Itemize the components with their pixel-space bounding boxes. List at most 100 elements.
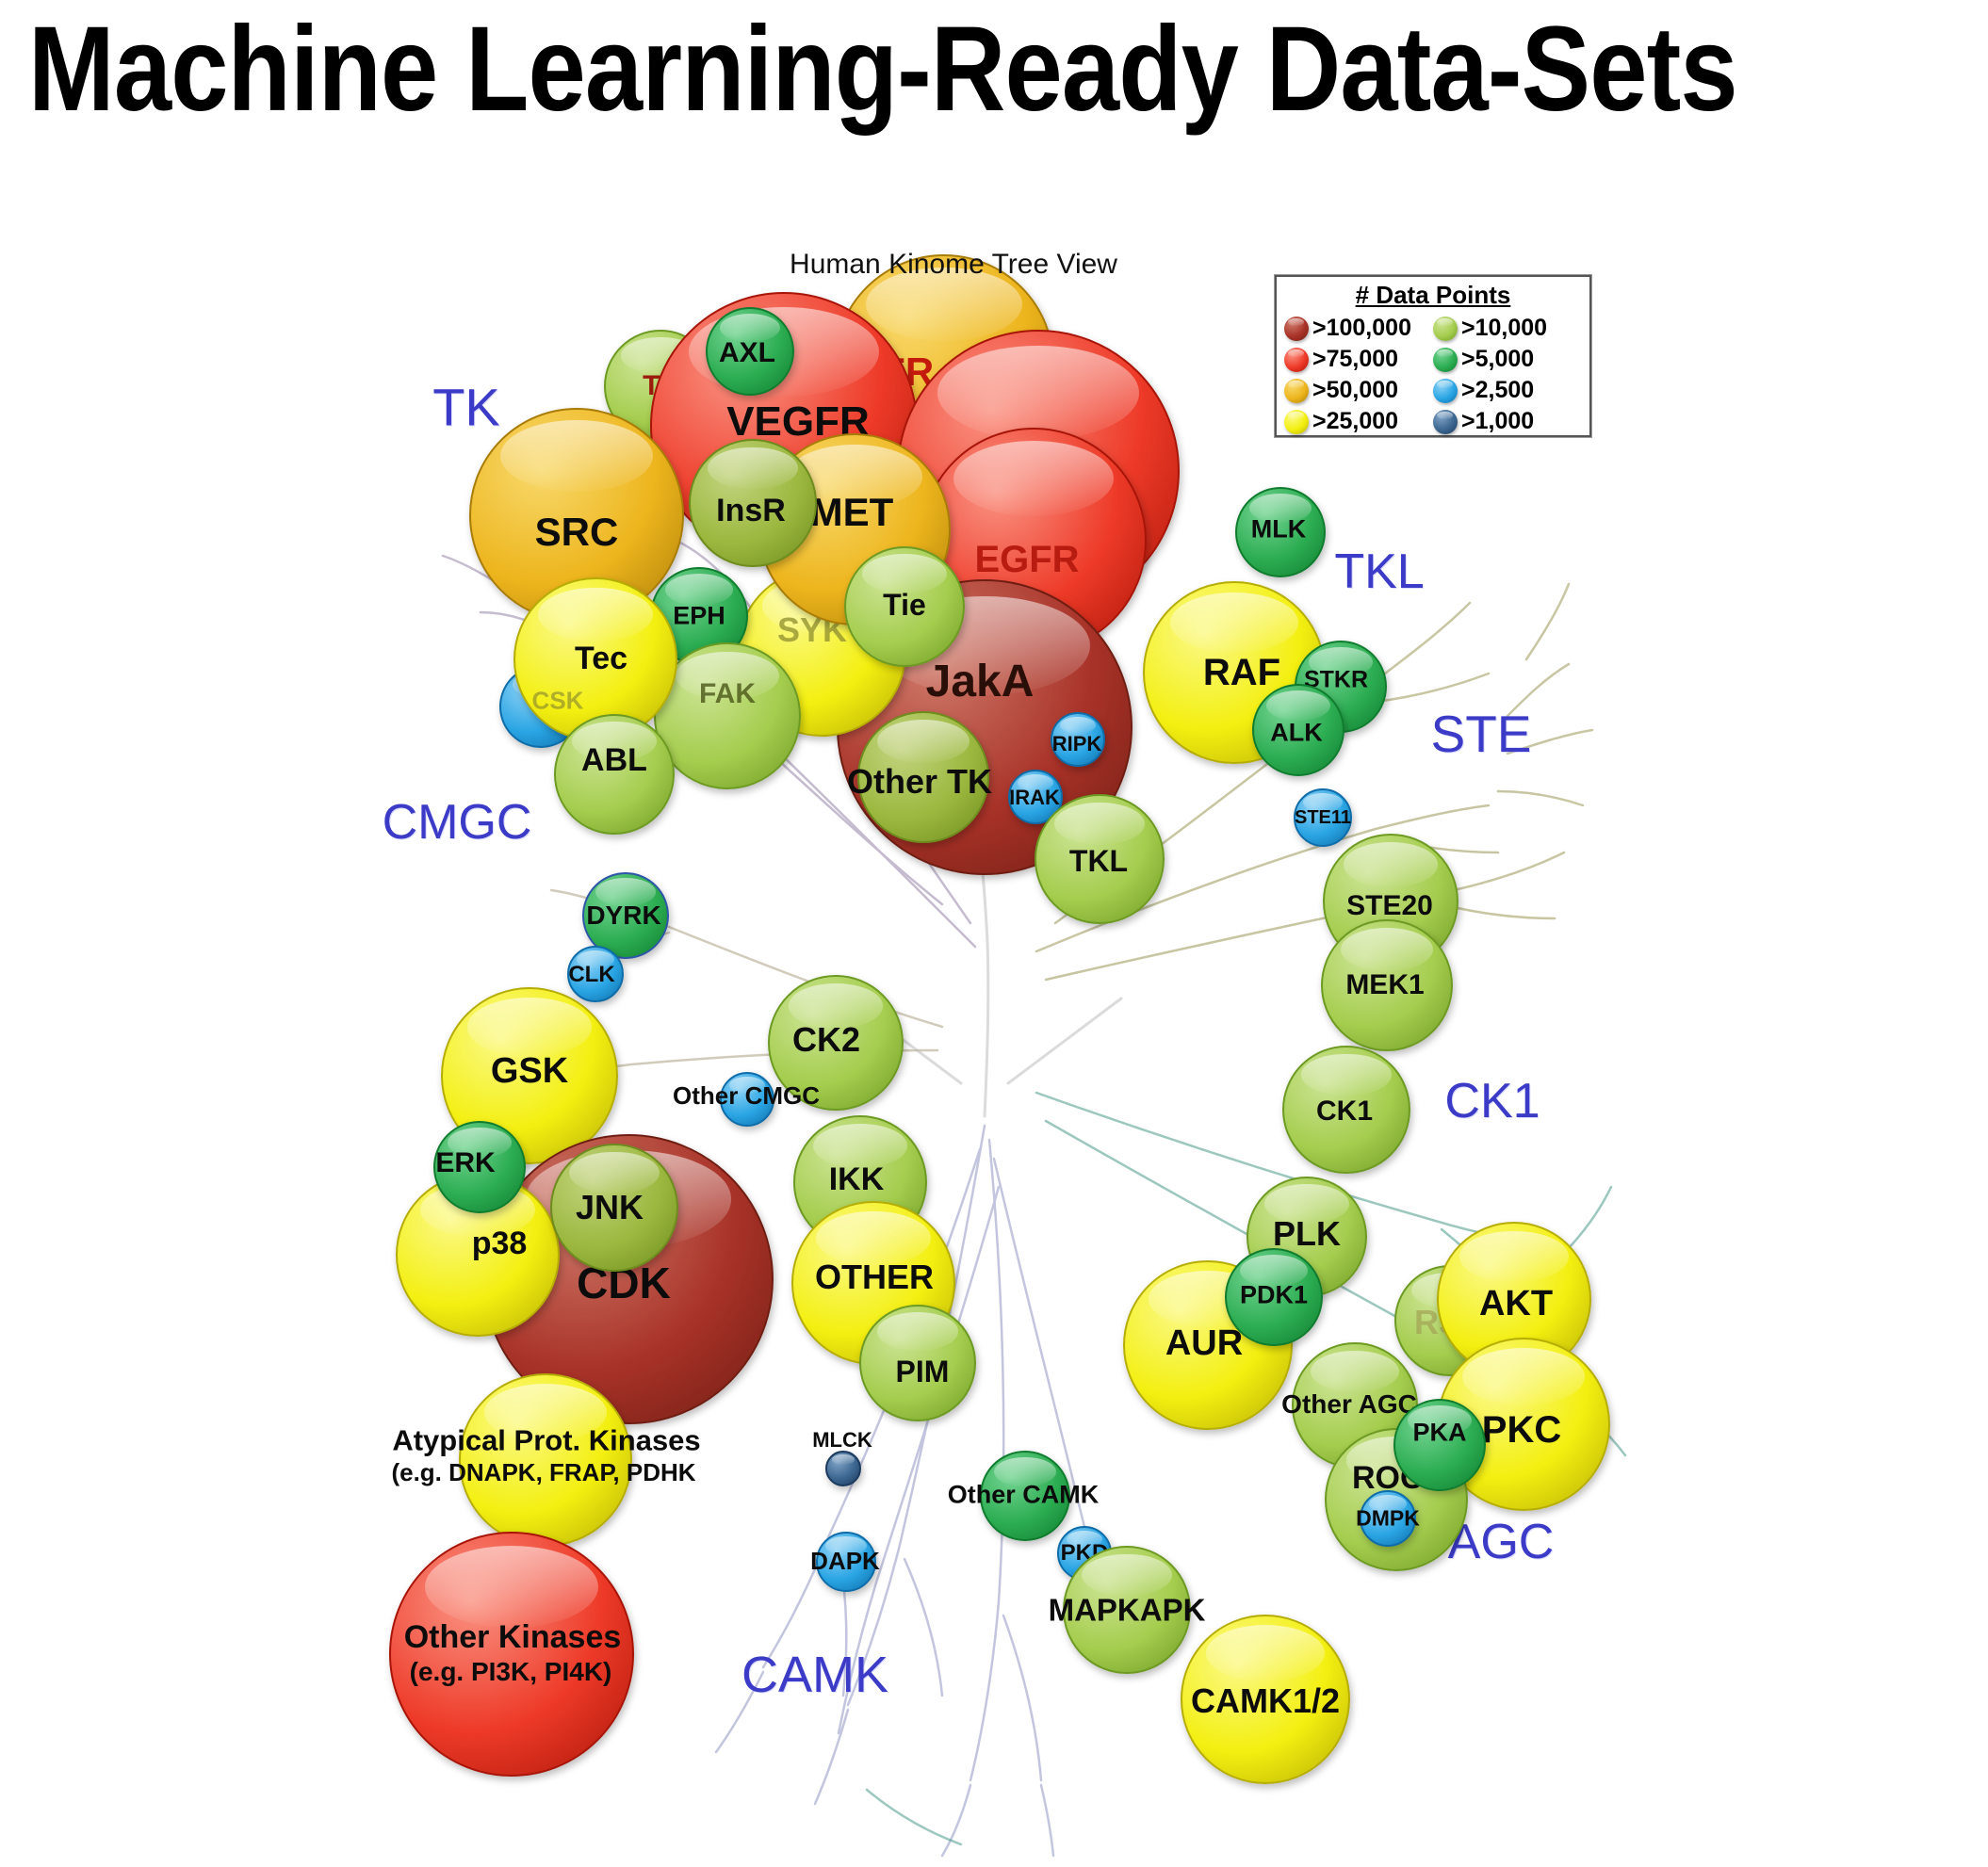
bubble-othercmgc: Other CMGC [673, 1072, 820, 1127]
bubble-alk: ALK [1252, 684, 1344, 776]
bubble-label: Tec [574, 641, 628, 676]
legend-item: >2,500 [1433, 375, 1582, 406]
legend-item: >1,000 [1433, 406, 1582, 437]
bubble-label: Other TK [846, 762, 993, 801]
bubble-camk12: CAMK1/2 [1181, 1615, 1350, 1784]
legend-item-label: >1,000 [1461, 408, 1535, 434]
bubble-label: TKL [1068, 844, 1129, 878]
legend-ball-icon [1433, 378, 1458, 403]
group-label-tkl: TKL [1334, 544, 1425, 599]
bubble-ck1b: CK1 [1282, 1046, 1410, 1174]
bubble-dyrk: DYRK [582, 872, 669, 959]
bubble-tklb: TKL [1035, 794, 1165, 924]
bubble-tie: Tie [844, 546, 965, 667]
group-label-cmgc: CMGC [382, 795, 532, 850]
bubble-label: Other CMGC [673, 1081, 820, 1110]
bubble-label: Atypical Prot. Kinases [392, 1423, 701, 1457]
bubble-label: AKT [1478, 1284, 1554, 1323]
legend-ball-icon [1284, 316, 1309, 341]
bubble-label: Tie [883, 588, 926, 622]
bubble-label: MLK [1250, 514, 1307, 544]
bubble-dmpk: DMPK [1356, 1490, 1420, 1547]
bubble-pdk1: PDK1 [1225, 1248, 1323, 1346]
bubble-erk: ERK [433, 1121, 526, 1213]
bubble-src: SRC [469, 408, 684, 623]
legend-ball-icon [1284, 378, 1309, 403]
bubble-mek1: MEK1 [1321, 919, 1453, 1051]
bubble-label: FAK [699, 678, 756, 709]
bubble-label: JNK [575, 1188, 644, 1226]
bubble-label: JakA [925, 657, 1035, 706]
bubble-label: DMPK [1356, 1505, 1420, 1531]
legend-title: # Data Points [1355, 281, 1511, 309]
bubble-label: ERK [435, 1147, 496, 1178]
group-label-ste: STE [1430, 705, 1532, 763]
bubble-label: PDK1 [1239, 1280, 1309, 1309]
bubble-label: SRC [534, 510, 619, 554]
legend-item: >75,000 [1284, 344, 1433, 375]
bubble-label: Other Kinases [403, 1619, 622, 1655]
floating-label-csk: CSK [531, 686, 584, 715]
legend-item-label: >10,000 [1461, 315, 1548, 341]
bubble-tec: Tec [513, 577, 677, 741]
bubble-label: GSK [490, 1051, 569, 1091]
bubble-othercamk: Other CAMK [948, 1451, 1099, 1541]
bubble-fak: FAK [654, 642, 801, 789]
legend-col1: >100,000 >75,000>50,000 >25,000 [1284, 313, 1433, 437]
group-label-camk: CAMK [741, 1647, 889, 1703]
bubble-label: CK1 [1315, 1096, 1374, 1127]
bubble-label: RIPK [1051, 732, 1102, 755]
bubble-label: MET [809, 490, 894, 534]
bubble-irak: IRAK [1008, 770, 1063, 824]
bubble-label: STE20 [1346, 890, 1433, 921]
floating-label-mlck: MLCK [812, 1428, 872, 1452]
bubble-label: AUR [1165, 1323, 1244, 1363]
bubble-label: InsR [716, 493, 786, 528]
bubble-pim: PIM [859, 1305, 976, 1421]
bubble-label: PIM [895, 1355, 950, 1388]
bubble-label: PLK [1273, 1214, 1341, 1253]
bubble-label: (e.g. DNAPK, FRAP, PDHK [391, 1458, 696, 1486]
group-label-ck1: CK1 [1444, 1074, 1540, 1128]
bubble-label: CAMK1/2 [1190, 1681, 1341, 1720]
legend-item: >50,000 [1284, 375, 1433, 406]
bubble-label: Other AGC [1281, 1389, 1417, 1419]
bubble-dapk: DAPK [810, 1532, 880, 1592]
bubble-label: IKK [828, 1161, 885, 1197]
bubble-abl: ABL [554, 714, 675, 835]
bubble-label: ALK [1270, 718, 1323, 747]
bubble-mlk: MLK [1235, 487, 1326, 577]
bubble-label: OTHER [815, 1258, 934, 1296]
bubble-ste11: STE11 [1294, 788, 1352, 847]
bubble-pka: PKA [1393, 1399, 1486, 1491]
bubble-label: (e.g. PI3K, PI4K) [409, 1657, 612, 1686]
legend-box: # Data Points >100,000 >75,000>50,000 >25,… [1275, 275, 1591, 437]
bubble-label: MAPKAPK [1048, 1592, 1206, 1628]
bubble-label: CK2 [791, 1020, 861, 1059]
bubble-label: CLK [568, 962, 615, 987]
legend-ball-icon [1433, 316, 1458, 341]
legend-item-label: >50,000 [1312, 377, 1399, 403]
legend-item-label: >100,000 [1312, 315, 1411, 341]
bubble-gsk: GSK [441, 987, 618, 1164]
legend-ball-icon [1433, 347, 1458, 372]
bubble-mlck [825, 1451, 861, 1486]
legend-item: >100,000 [1284, 313, 1433, 344]
bubble-label: PKA [1412, 1418, 1467, 1447]
bubble-mapkapk: MAPKAPK [1049, 1546, 1205, 1674]
bubble-label: Other CAMK [947, 1480, 1100, 1509]
bubble-atypical: Atypical Prot. Kinases(e.g. DNAPK, FRAP,… [391, 1373, 701, 1547]
bubble-otherkinases: Other Kinases(e.g. PI3K, PI4K) [389, 1532, 634, 1777]
group-label-agc: AGC [1447, 1515, 1555, 1569]
bubble-label: RAF [1202, 652, 1281, 693]
bubble-insr: InsR [689, 439, 817, 567]
bubble-othertk: Other TK [847, 711, 992, 843]
legend-ball-icon [1433, 409, 1458, 434]
legend-columns: >100,000 >75,000>50,000 >25,000 >10,000 >5,… [1284, 313, 1582, 437]
legend-item: >25,000 [1284, 406, 1433, 437]
bubble-ripk: RIPK [1051, 712, 1105, 767]
legend-ball-icon [1284, 409, 1309, 434]
legend-item-label: >5,000 [1461, 346, 1535, 372]
bubble-ck2: CK2 [768, 975, 904, 1111]
